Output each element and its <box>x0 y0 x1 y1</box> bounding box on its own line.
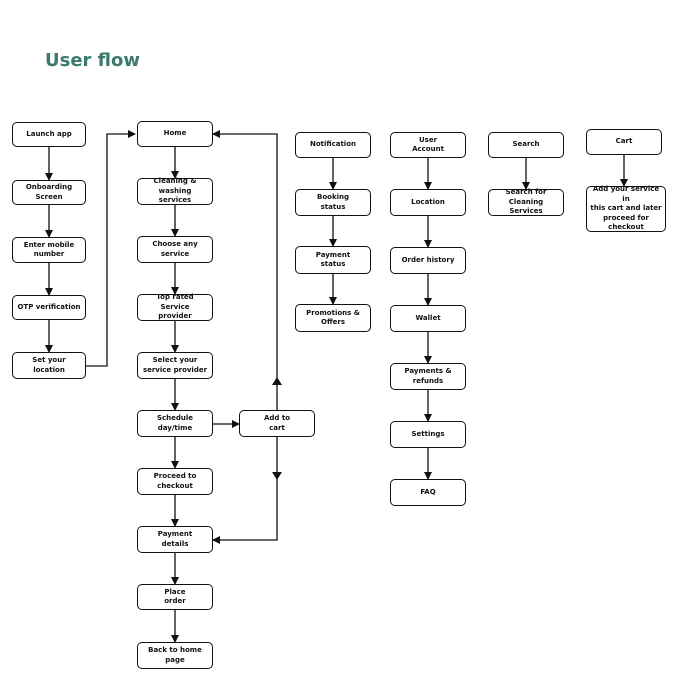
node-onboarding-screen: Onboarding Screen <box>12 180 86 205</box>
node-user-account: User Account <box>390 132 466 158</box>
arrow-addcart-home <box>212 130 278 410</box>
node-schedule-day-time: Schedule day/time <box>137 410 213 437</box>
node-add-to-cart: Add to cart <box>239 410 315 437</box>
node-cart-description: Add your service in this cart and later … <box>586 185 666 232</box>
arrow-up-marker <box>272 377 282 385</box>
node-home: Home <box>137 121 213 147</box>
node-launch-app: Launch app <box>12 122 86 147</box>
node-select-service-provider: Select your service provider <box>137 352 213 379</box>
page-title: User flow <box>45 50 141 71</box>
node-faq: FAQ <box>390 479 466 506</box>
node-payment-status: Payment status <box>295 246 371 274</box>
node-enter-mobile-number: Enter mobile number <box>12 237 86 263</box>
arrow-location-home <box>86 130 136 367</box>
node-booking-status: Booking status <box>295 189 371 216</box>
node-choose-any-service: Choose any service <box>137 236 213 263</box>
arrow-addcart-payment <box>212 437 278 544</box>
node-order-history: Order history <box>390 247 466 274</box>
node-otp-verification: OTP verification <box>12 295 86 320</box>
node-set-your-location: Set your location <box>12 352 86 379</box>
node-top-rated-provider: Top rated Service provider <box>137 293 213 321</box>
node-back-to-home: Back to home page <box>137 642 213 669</box>
arrow-down-marker <box>272 472 282 480</box>
node-promotions-offers: Promotions & Offers <box>295 304 371 332</box>
node-cleaning-washing-services: Cleaning & washing services <box>137 177 213 205</box>
node-payments-refunds: Payments & refunds <box>390 363 466 390</box>
node-notification: Notification <box>295 132 371 158</box>
node-payment-details: Payment details <box>137 526 213 553</box>
node-location: Location <box>390 189 466 216</box>
node-settings: Settings <box>390 421 466 448</box>
node-wallet: Wallet <box>390 305 466 332</box>
node-cart: Cart <box>586 129 662 155</box>
node-search-cleaning-services: Search for Cleaning Services <box>488 188 564 216</box>
node-place-order: Place order <box>137 584 213 610</box>
node-search: Search <box>488 132 564 158</box>
node-proceed-to-checkout: Proceed to checkout <box>137 468 213 495</box>
